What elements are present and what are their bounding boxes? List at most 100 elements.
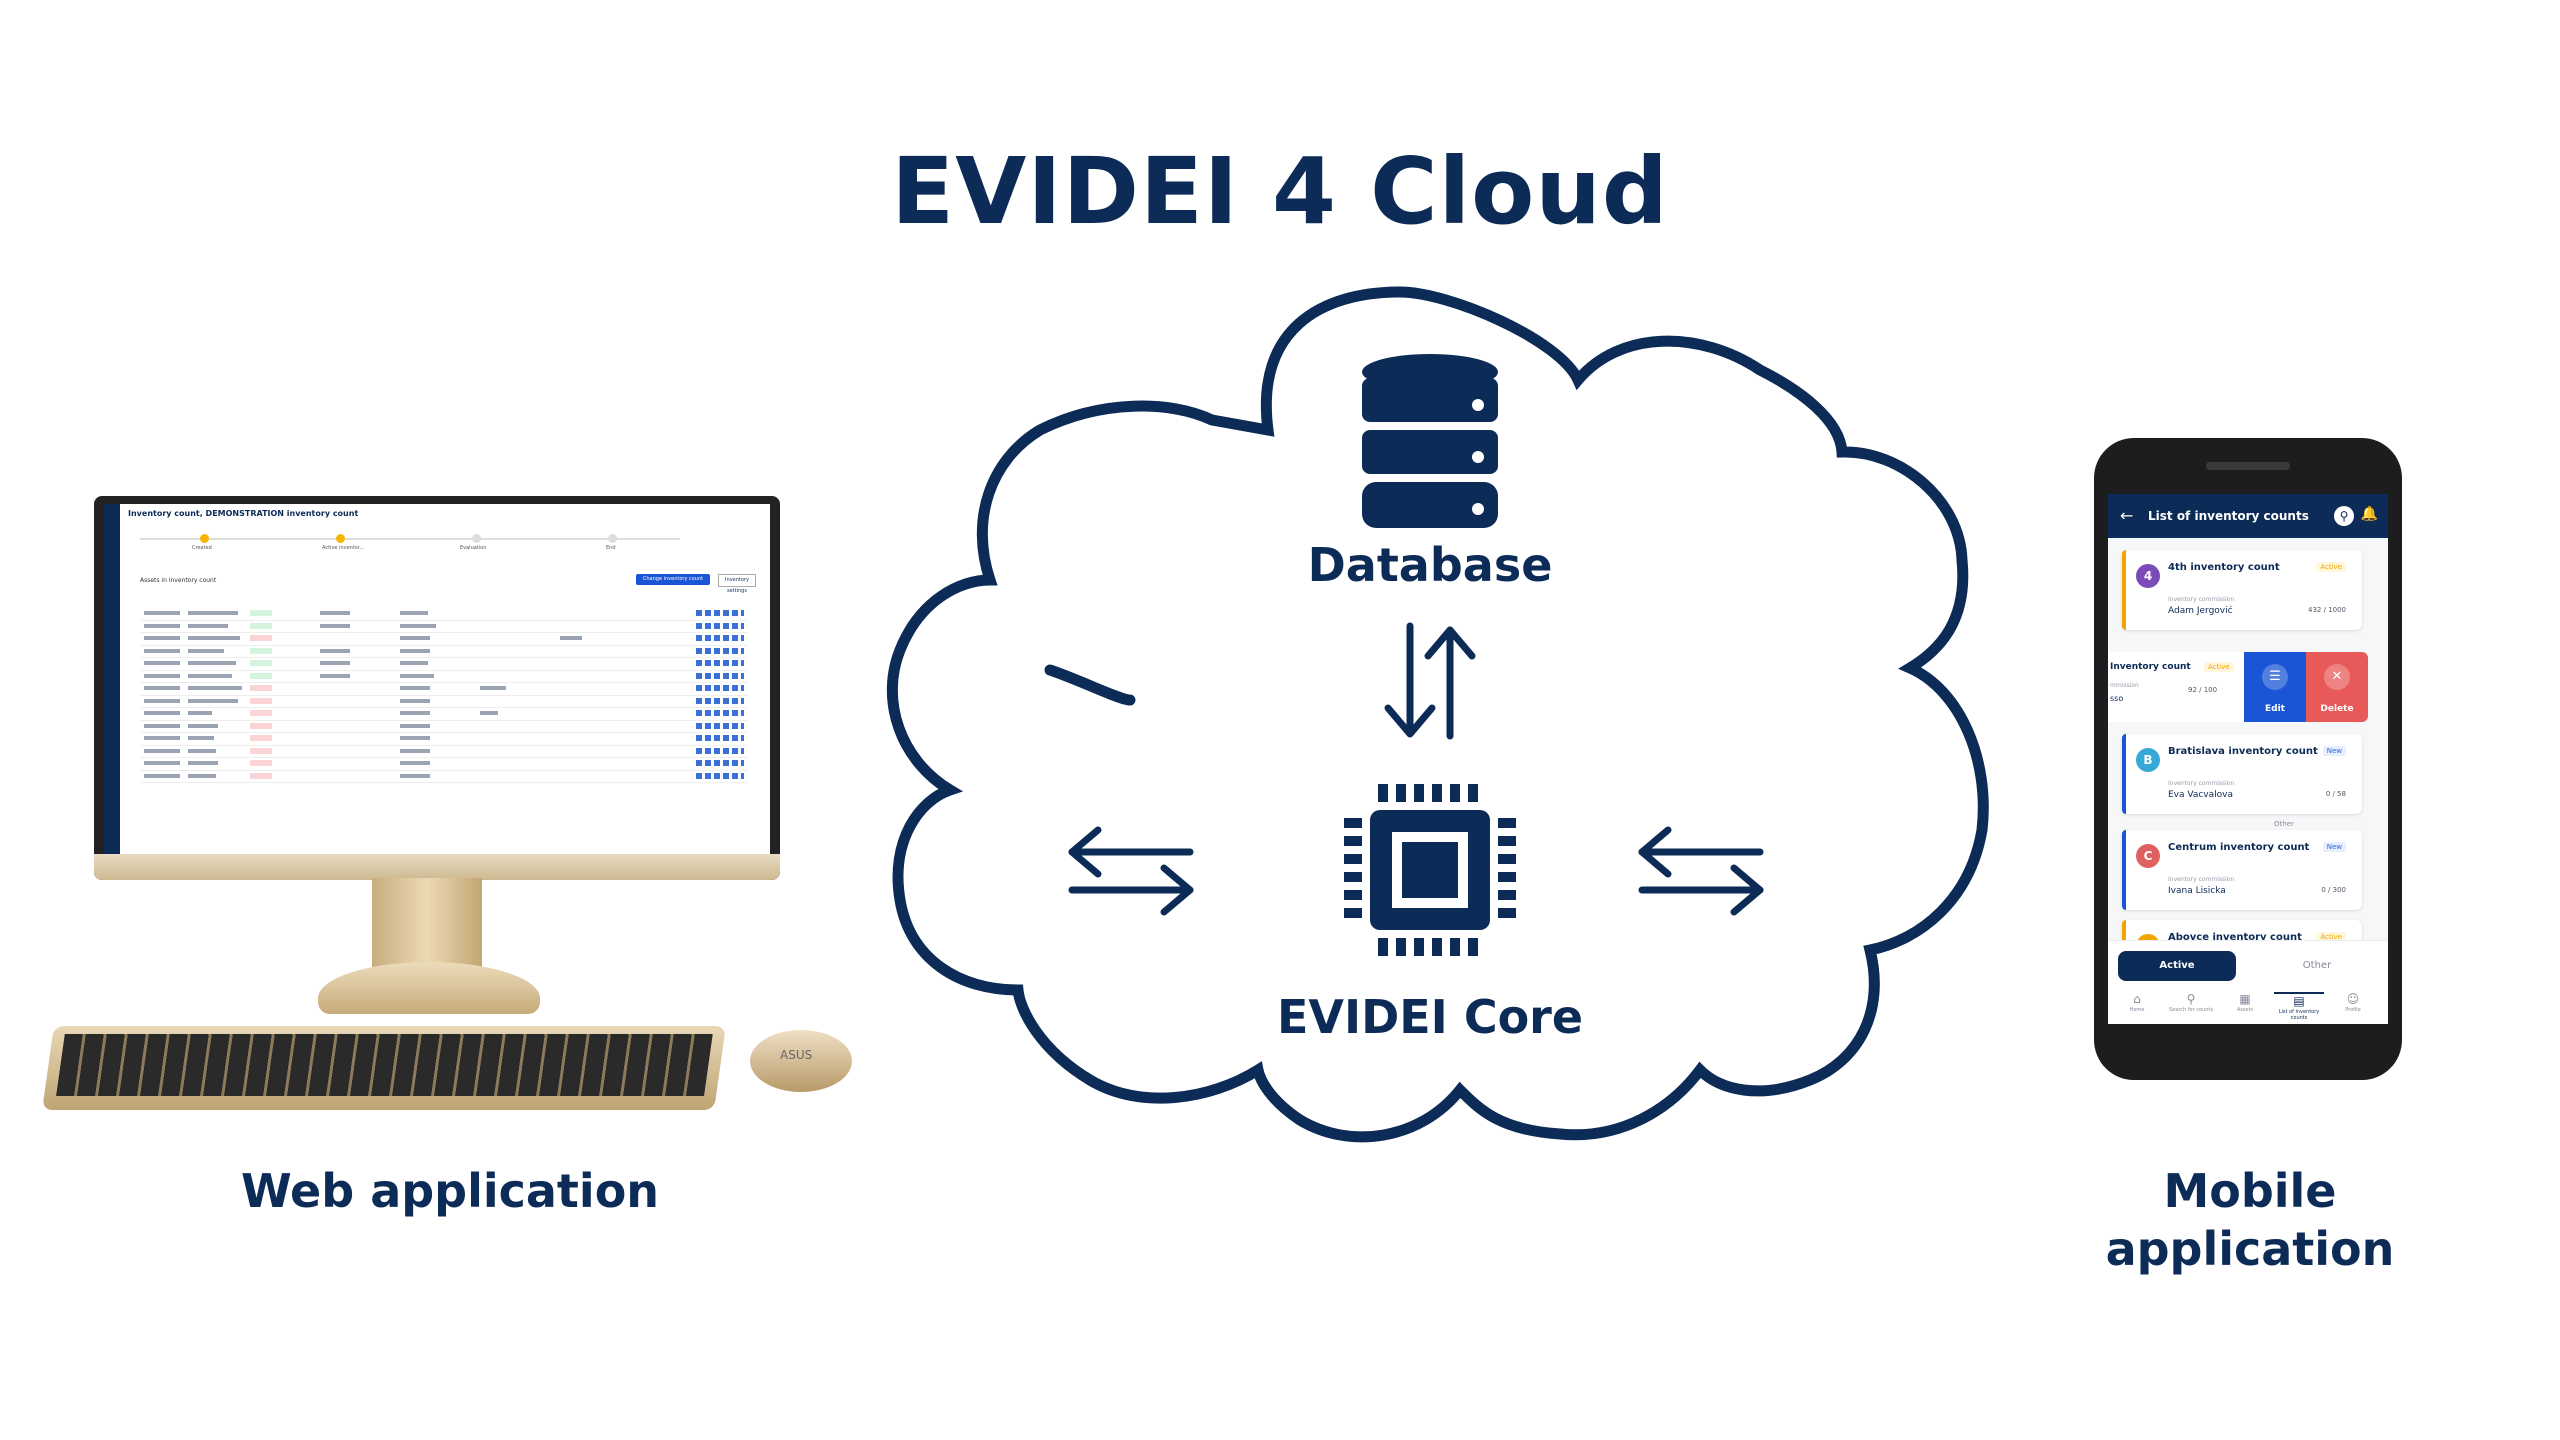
assets-icon: ▦: [2239, 992, 2251, 1006]
mouse-icon: ASUS: [750, 1030, 852, 1092]
web-data-table: [140, 608, 748, 783]
page-title: EVIDEI 4 Cloud: [891, 138, 1669, 245]
status-badge: Active: [2316, 562, 2346, 572]
back-arrow-icon[interactable]: ←: [2120, 506, 2134, 525]
card-name: Abovce inventory count: [2168, 932, 2302, 943]
smartphone-icon: ← List of inventory counts ⚲ 🔔 4 4th inv…: [2094, 438, 2402, 1080]
table-row[interactable]: [140, 658, 748, 671]
card-name: Centrum inventory count: [2168, 842, 2310, 853]
search-icon[interactable]: ⚲: [2334, 506, 2354, 526]
card-count: 432 / 1000: [2308, 606, 2346, 614]
card-person: sso: [2110, 694, 2124, 703]
monitor-chin: [94, 854, 780, 880]
table-row[interactable]: [140, 608, 748, 621]
card-avatar: C: [2136, 844, 2160, 868]
vertical-bidirectional-arrow-icon: [1384, 622, 1476, 740]
swiped-card-body[interactable]: Inventory count Active mmission sso 92 /…: [2108, 652, 2244, 722]
web-app-screen: Inventory count, DEMONSTRATION inventory…: [104, 504, 770, 854]
card-name: Bratislava inventory count: [2168, 746, 2318, 757]
search-icon: ⚲: [2186, 992, 2196, 1006]
mobile-header: ← List of inventory counts ⚲ 🔔: [2108, 494, 2388, 538]
cloud-icon: [886, 286, 1989, 1143]
inventory-count-card[interactable]: C Centrum inventory count New Inventory …: [2122, 830, 2362, 910]
group-label: Other: [2274, 820, 2294, 828]
status-badge: Active: [2204, 662, 2234, 672]
profile-icon: ☺: [2346, 992, 2360, 1006]
status-badge: New: [2322, 842, 2346, 852]
card-label: Inventory commission: [2168, 596, 2235, 603]
web-step-label: End: [606, 545, 616, 551]
change-status-button[interactable]: Change inventory count status: [636, 574, 710, 593]
web-subtitle: Assets in inventory count: [140, 577, 217, 584]
delete-label: Delete: [2320, 704, 2354, 714]
inventory-settings-button[interactable]: Inventory settings: [718, 574, 756, 594]
edit-label: Edit: [2265, 704, 2285, 714]
delete-button[interactable]: ✕ Delete: [2306, 652, 2368, 722]
close-icon: ✕: [2324, 664, 2350, 690]
nav-search[interactable]: ⚲Search for counts: [2169, 992, 2213, 1013]
card-label: Inventory commission: [2168, 876, 2235, 883]
card-count: 92 / 100: [2188, 686, 2218, 694]
keyboard-icon: [42, 1026, 726, 1110]
web-screen-title: Inventory count, DEMONSTRATION inventory…: [128, 509, 359, 518]
card-count: 0 / 300: [2321, 886, 2346, 894]
nav-home[interactable]: ⌂Home: [2129, 992, 2145, 1013]
active-tab[interactable]: Active: [2118, 951, 2236, 981]
mouse-brand: ASUS: [780, 1048, 813, 1062]
edit-button[interactable]: ☰ Edit: [2244, 652, 2306, 722]
table-row[interactable]: [140, 771, 748, 783]
web-progress-steps: Created Active inventor... Evaluation En…: [140, 532, 680, 554]
swiped-inventory-card[interactable]: Inventory count Active mmission sso 92 /…: [2108, 652, 2388, 722]
table-row[interactable]: [140, 721, 748, 733]
table-row[interactable]: [140, 708, 748, 721]
table-row[interactable]: [140, 633, 748, 646]
database-label: Database: [1307, 538, 1553, 592]
card-person: Adam Jergović: [2168, 606, 2233, 616]
monitor-stand: [372, 878, 482, 970]
table-row[interactable]: [140, 646, 748, 658]
nav-profile[interactable]: ☺Profile: [2345, 992, 2361, 1013]
table-row[interactable]: [140, 683, 748, 696]
status-badge: Active: [2316, 932, 2346, 942]
web-step-label: Evaluation: [460, 545, 487, 551]
left-bidirectional-arrow-icon: [1068, 826, 1194, 916]
status-badge: New: [2322, 746, 2346, 756]
card-person: Eva Vacvalova: [2168, 790, 2233, 800]
mobile-application-caption: Mobile application: [2100, 1162, 2400, 1278]
card-label: Inventory commission: [2168, 780, 2235, 787]
mobile-caption-line1: Mobile: [2163, 1164, 2337, 1218]
other-tab[interactable]: Other: [2302, 960, 2332, 971]
card-avatar: B: [2136, 748, 2160, 772]
table-row[interactable]: [140, 621, 748, 633]
table-row[interactable]: [140, 733, 748, 746]
card-count: 0 / 58: [2325, 790, 2346, 798]
cpu-chip-icon: [1344, 784, 1516, 956]
web-step-label: Created: [192, 545, 212, 551]
database-icon: [1362, 354, 1498, 528]
monitor-icon: Inventory count, DEMONSTRATION inventory…: [94, 496, 780, 880]
web-step-label: Active inventor...: [322, 545, 365, 551]
inventory-count-card[interactable]: B Bratislava inventory count New Invento…: [2122, 734, 2362, 814]
inventory-count-card[interactable]: 4 4th inventory count Active Inventory c…: [2122, 550, 2362, 630]
card-person: Ivana Lisicka: [2168, 886, 2226, 896]
card-name: 4th inventory count: [2168, 562, 2280, 573]
nav-inventory-counts[interactable]: ▤List of inventory counts: [2274, 992, 2324, 1021]
table-row[interactable]: [140, 671, 748, 683]
mobile-caption-line2: application: [2105, 1222, 2395, 1276]
card-avatar: 4: [2136, 564, 2160, 588]
mobile-header-title: List of inventory counts: [2148, 509, 2309, 523]
notification-bell-icon[interactable]: 🔔: [2360, 506, 2378, 522]
nav-assets[interactable]: ▦Assets: [2236, 992, 2254, 1013]
right-bidirectional-arrow-icon: [1638, 826, 1764, 916]
home-icon: ⌂: [2133, 992, 2141, 1006]
table-row[interactable]: [140, 746, 748, 758]
web-sidebar: [104, 504, 120, 854]
table-row[interactable]: [140, 696, 748, 708]
monitor-base: [318, 962, 540, 1014]
card-label: mmission: [2110, 682, 2139, 689]
mobile-app-screen: ← List of inventory counts ⚲ 🔔 4 4th inv…: [2108, 494, 2388, 1024]
table-row[interactable]: [140, 758, 748, 771]
status-toggle: Active Other: [2108, 940, 2388, 989]
document-icon: ▤: [2293, 994, 2305, 1008]
